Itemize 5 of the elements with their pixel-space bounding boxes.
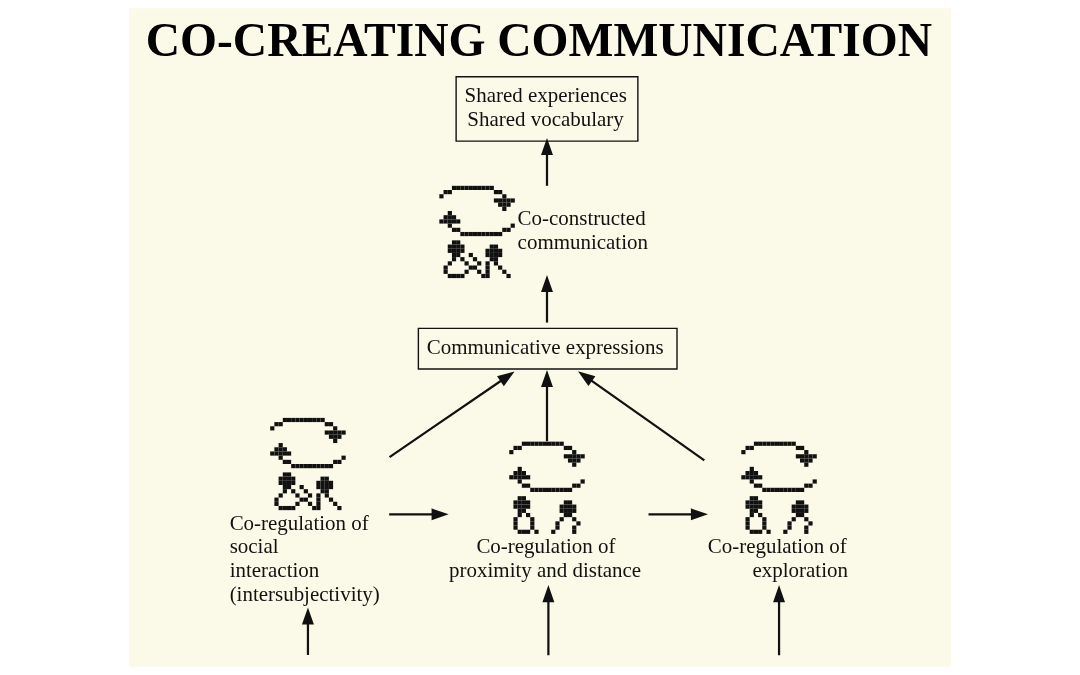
node-text: Co-regulation of exploration bbox=[707, 534, 848, 583]
node-text: Co-regulation of proximity and distance bbox=[449, 534, 642, 583]
diagram-title: CO-CREATING COMMUNICATION bbox=[145, 14, 932, 67]
node-text: Co-constructed communication bbox=[517, 205, 648, 254]
node-text: Co-regulation of social interaction (intersubjectivity) bbox=[229, 510, 380, 607]
